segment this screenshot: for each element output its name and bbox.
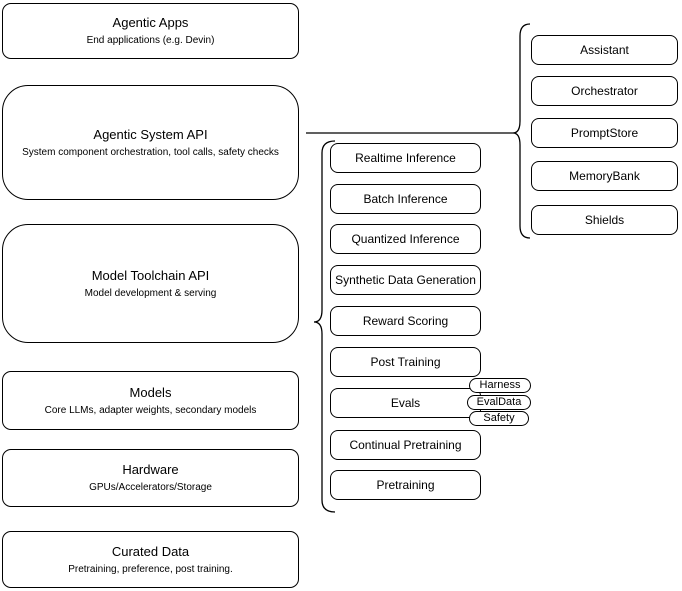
node-subtitle: End applications (e.g. Devin) <box>86 35 215 46</box>
node-promptstore: PromptStore <box>531 118 678 148</box>
node-title: Agentic Apps <box>112 15 189 30</box>
badge-safety: Safety <box>469 411 529 426</box>
node-orchestrator: Orchestrator <box>531 76 678 106</box>
node-label: Orchestrator <box>571 84 638 98</box>
node-continual-pretraining: Continual Pretraining <box>330 430 481 460</box>
node-synthetic-data-generation: Synthetic Data Generation <box>330 265 481 295</box>
node-label: Pretraining <box>376 478 435 492</box>
badge-label: Harness <box>479 379 521 391</box>
node-memorybank: MemoryBank <box>531 161 678 191</box>
node-post-training: Post Training <box>330 347 481 377</box>
node-model-toolchain-api: Model Toolchain API Model development & … <box>2 224 299 343</box>
node-label: Quantized Inference <box>351 232 460 246</box>
badge-harness: Harness <box>469 378 531 393</box>
node-label: Assistant <box>580 43 629 57</box>
node-batch-inference: Batch Inference <box>330 184 481 214</box>
node-label: Post Training <box>370 355 441 369</box>
node-label: Realtime Inference <box>355 151 456 165</box>
node-label: Batch Inference <box>363 192 448 206</box>
node-label: Synthetic Data Generation <box>335 273 476 287</box>
node-label: Reward Scoring <box>362 314 449 328</box>
node-subtitle: Pretraining, preference, post training. <box>68 563 233 575</box>
node-subtitle: Model development & serving <box>84 287 217 299</box>
node-agentic-system-api: Agentic System API System component orch… <box>2 85 299 200</box>
node-assistant: Assistant <box>531 35 678 65</box>
system-brace <box>512 23 531 239</box>
node-title: Hardware <box>122 462 179 477</box>
node-label: MemoryBank <box>569 169 640 183</box>
node-subtitle: GPUs/Accelerators/Storage <box>89 482 212 493</box>
badge-label: EvalData <box>476 396 522 408</box>
node-hardware: Hardware GPUs/Accelerators/Storage <box>2 449 299 507</box>
node-subtitle: System component orchestration, tool cal… <box>22 146 279 158</box>
node-reward-scoring: Reward Scoring <box>330 306 481 336</box>
node-shields: Shields <box>531 205 678 235</box>
node-agentic-apps: Agentic Apps End applications (e.g. Devi… <box>2 3 299 59</box>
node-quantized-inference: Quantized Inference <box>330 224 481 254</box>
node-title: Models <box>129 384 172 400</box>
node-subtitle: Core LLMs, adapter weights, secondary mo… <box>44 404 257 416</box>
node-evals: Evals <box>330 388 481 418</box>
badge-label: Safety <box>483 412 515 424</box>
node-label: Continual Pretraining <box>349 438 462 452</box>
node-title: Model Toolchain API <box>91 267 210 283</box>
node-pretraining: Pretraining <box>330 470 481 500</box>
badge-evaldata: EvalData <box>467 395 531 410</box>
node-title: Curated Data <box>111 543 190 559</box>
node-models: Models Core LLMs, adapter weights, secon… <box>2 371 299 430</box>
node-realtime-inference: Realtime Inference <box>330 143 481 173</box>
node-curated-data: Curated Data Pretraining, preference, po… <box>2 531 299 588</box>
node-label: Evals <box>390 396 421 410</box>
node-label: PromptStore <box>570 126 639 140</box>
node-label: Shields <box>584 213 625 227</box>
node-title: Agentic System API <box>93 126 208 142</box>
